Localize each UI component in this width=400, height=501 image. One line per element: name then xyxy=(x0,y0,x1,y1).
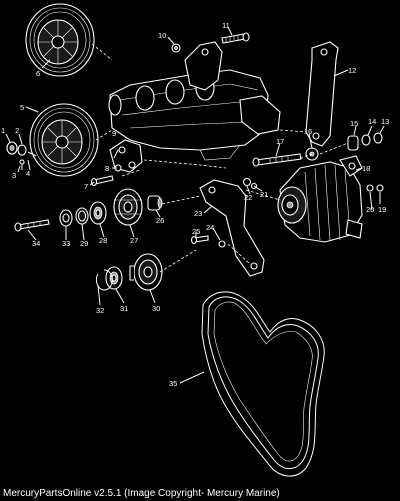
callout-28: 28 xyxy=(99,236,107,245)
callout-23: 23 xyxy=(194,209,202,218)
callout-labels: 1 2 3 4 5 6 7 8 9 10 11 12 13 14 15 16 1… xyxy=(1,21,389,388)
callout-33: 33 xyxy=(62,239,70,248)
bracket-23 xyxy=(199,179,265,277)
callout-30: 30 xyxy=(152,304,160,313)
bearing-31 xyxy=(105,266,123,290)
callout-4: 4 xyxy=(26,169,30,178)
callout-21: 21 xyxy=(260,190,268,199)
belt-35 xyxy=(201,291,325,477)
callout-31: 31 xyxy=(120,304,128,313)
callout-32: 32 xyxy=(96,306,104,315)
hardware-21-22 xyxy=(242,177,258,190)
alternator-18 xyxy=(277,155,363,243)
callout-7: 7 xyxy=(84,182,88,191)
spacers-13-16 xyxy=(305,132,383,161)
ring-29 xyxy=(75,207,89,225)
callout-9: 9 xyxy=(112,129,116,138)
callout-1: 1 xyxy=(1,126,5,135)
idler-27 xyxy=(113,188,143,226)
callout-15: 15 xyxy=(350,119,358,128)
bolt-17 xyxy=(252,153,302,167)
callout-34: 34 xyxy=(32,239,40,248)
callout-19: 19 xyxy=(378,205,386,214)
callout-2: 2 xyxy=(15,126,19,135)
callout-27: 27 xyxy=(130,236,138,245)
hardware-1-4 xyxy=(6,141,37,170)
callout-12: 12 xyxy=(348,66,356,75)
callout-3: 3 xyxy=(12,171,16,180)
callout-35: 35 xyxy=(169,379,177,388)
callout-6: 6 xyxy=(36,69,40,78)
leader-lines xyxy=(5,26,385,384)
callout-5: 5 xyxy=(20,103,24,112)
pulley-30 xyxy=(129,253,163,291)
callout-25: 25 xyxy=(192,227,200,236)
callout-22: 22 xyxy=(244,193,252,202)
callout-11: 11 xyxy=(222,21,230,30)
pump-assembly xyxy=(108,41,281,161)
bearing-28 xyxy=(89,201,107,225)
callout-26: 26 xyxy=(156,216,164,225)
hardware-24-25 xyxy=(190,235,226,248)
callout-14: 14 xyxy=(368,117,376,126)
callout-8: 8 xyxy=(105,164,109,173)
brace-12 xyxy=(305,41,339,147)
callout-18: 18 xyxy=(362,164,370,173)
washers-19-20 xyxy=(366,184,384,192)
bolt-34 xyxy=(14,219,50,232)
snap-ring-32 xyxy=(95,269,113,291)
callout-17: 17 xyxy=(276,137,284,146)
idler-26 xyxy=(147,195,163,211)
callout-13: 13 xyxy=(381,117,389,126)
callout-10: 10 xyxy=(158,31,166,40)
callout-24: 24 xyxy=(206,223,214,232)
callout-20: 20 xyxy=(366,205,374,214)
pulley-6 xyxy=(25,3,95,77)
copyright-footer: MercuryPartsOnline v2.5.1 (Image Copyrig… xyxy=(3,488,280,499)
nut-10 xyxy=(171,43,181,53)
callout-29: 29 xyxy=(80,239,88,248)
callout-16: 16 xyxy=(304,127,312,136)
bolt-11 xyxy=(221,32,250,44)
pulley-5 xyxy=(29,103,99,177)
washer-33 xyxy=(59,209,73,227)
dashed-centerlines xyxy=(91,43,349,273)
